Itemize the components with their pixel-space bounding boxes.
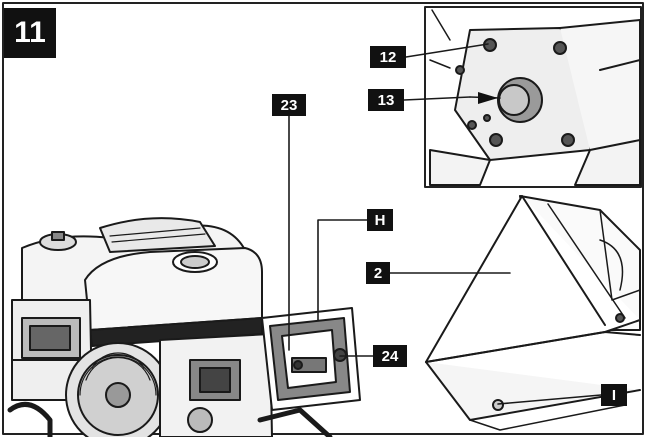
callout-24: 24 <box>373 345 407 367</box>
figure-number-label: 11 <box>4 8 56 58</box>
callout-I: I <box>601 384 627 406</box>
callout-13: 13 <box>368 89 404 111</box>
callout-23: 23 <box>272 94 306 116</box>
leader-lines <box>288 43 602 405</box>
callout-2: 2 <box>366 262 390 284</box>
detail-inset <box>424 6 642 188</box>
callout-H: H <box>367 209 393 231</box>
chute-illustration <box>425 195 641 431</box>
engine-illustration <box>7 217 361 442</box>
callout-12: 12 <box>370 46 406 68</box>
